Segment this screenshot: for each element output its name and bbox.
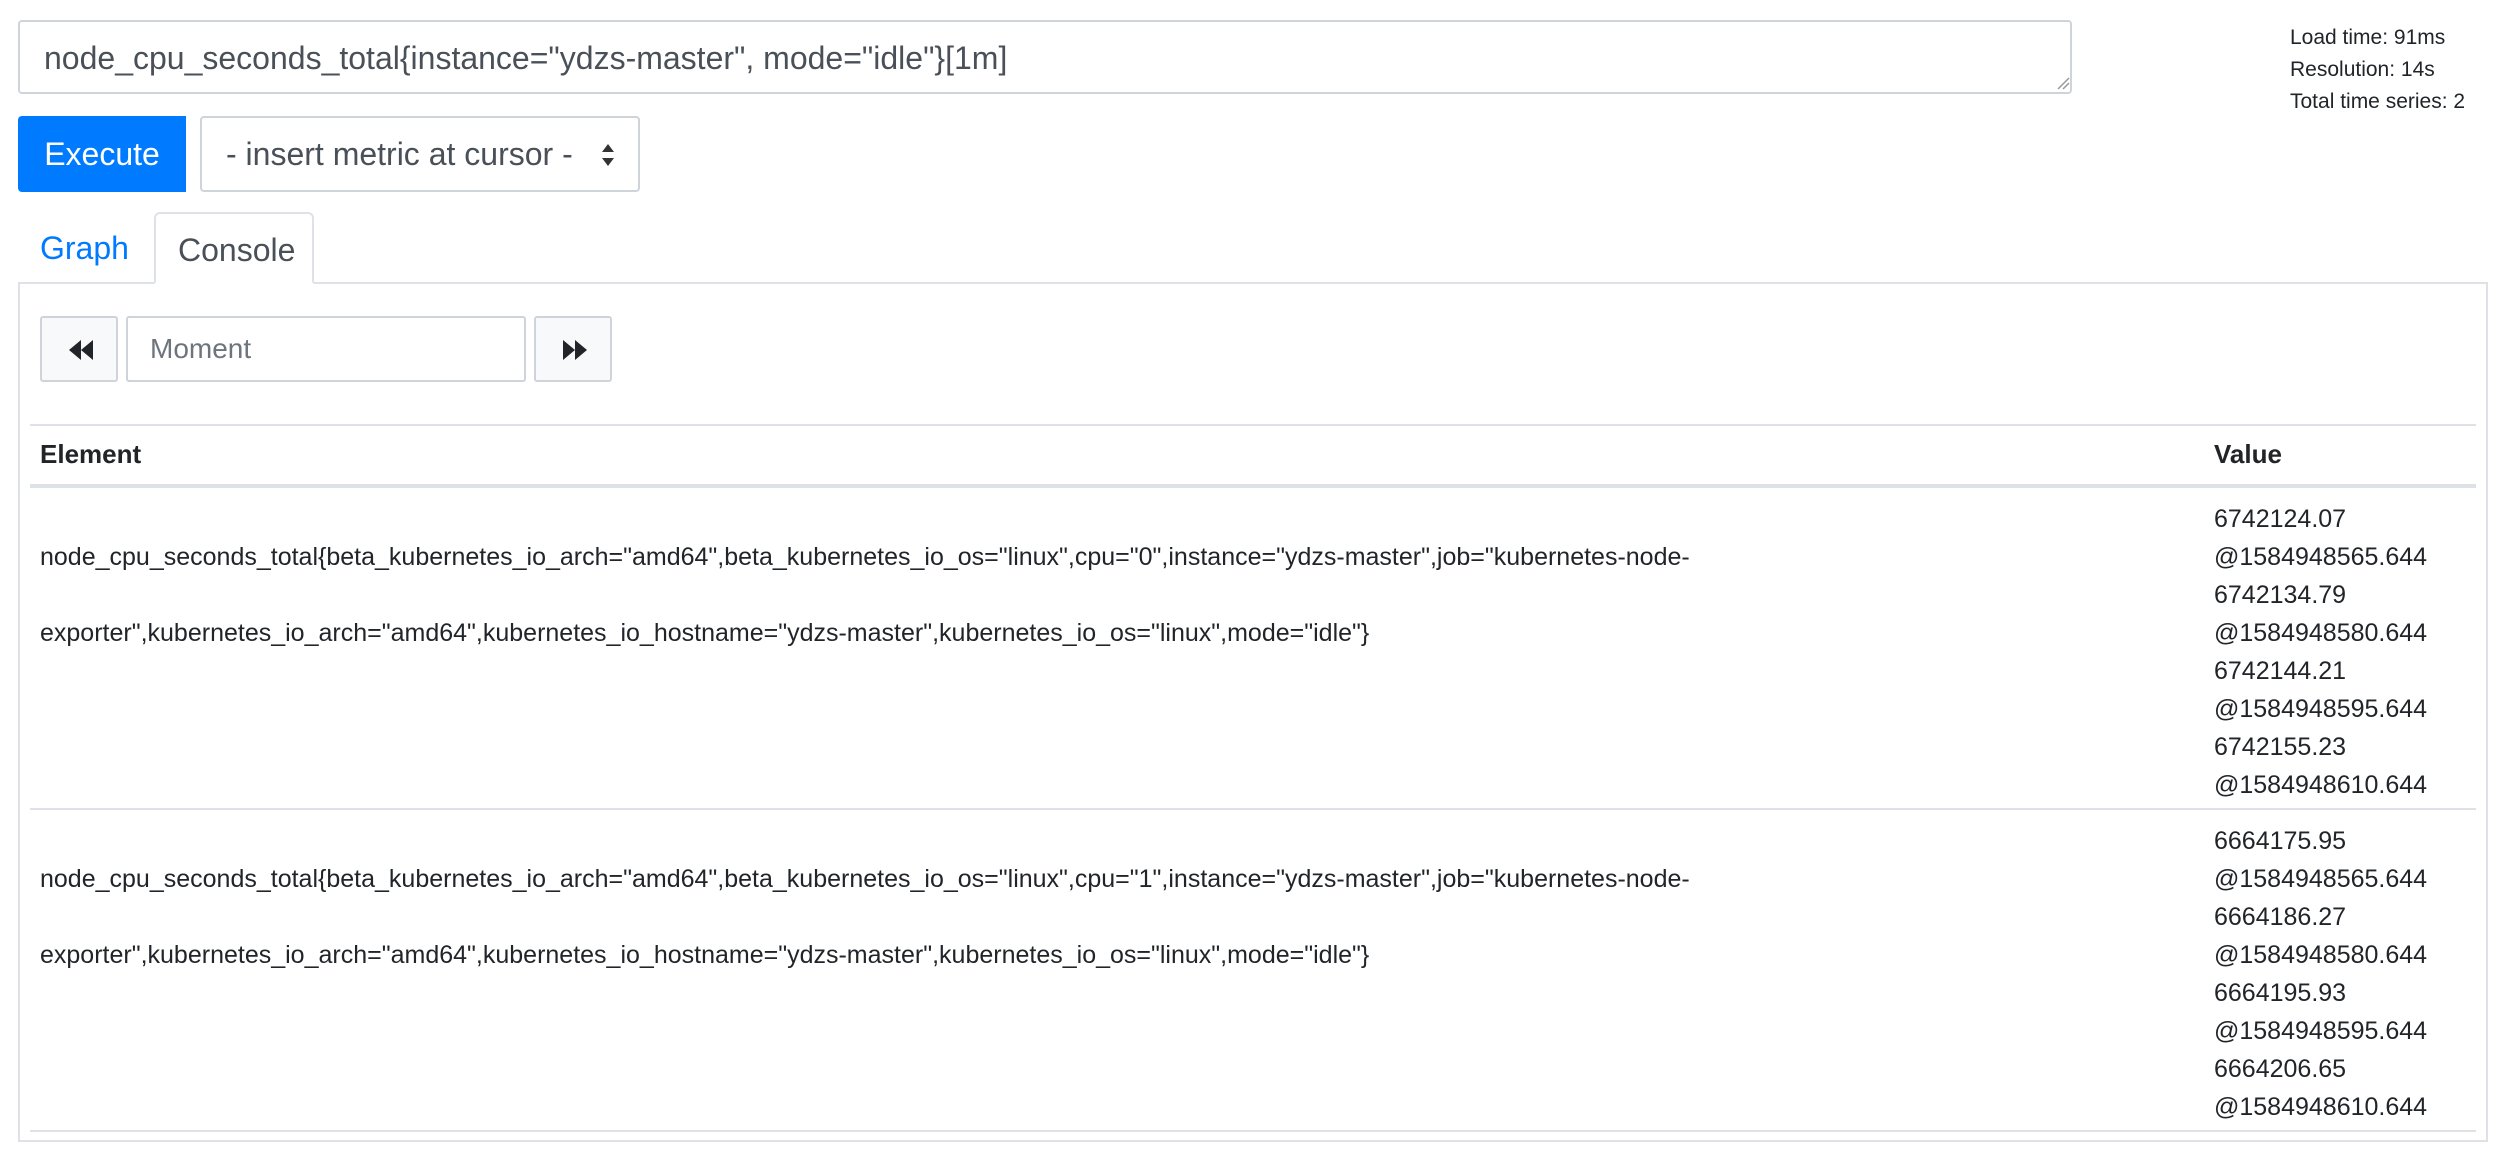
- sample-value: 6742144.21: [2214, 657, 2347, 685]
- series-labels-line: exporter",kubernetes_io_arch="amd64",kub…: [40, 619, 1370, 647]
- sample-timestamp: @1584948610.644: [2214, 771, 2428, 799]
- sample-value: 6664195.93: [2214, 979, 2347, 1007]
- sample-timestamp: @1584948565.644: [2214, 543, 2428, 571]
- series-labels-line: exporter",kubernetes_io_arch="amd64",kub…: [40, 941, 1370, 969]
- expression-input[interactable]: node_cpu_seconds_total{instance="ydzs-ma…: [18, 20, 2072, 94]
- resolution: Resolution: 14s: [2290, 58, 2435, 81]
- sample-timestamp: @1584948595.644: [2214, 695, 2428, 723]
- moment-back-button[interactable]: [40, 316, 118, 382]
- series-values: 6742124.07 @1584948565.644 6742134.79 @1…: [2214, 500, 2464, 804]
- series-labels-line: node_cpu_seconds_total{beta_kubernetes_i…: [40, 543, 1690, 571]
- sample-timestamp: @1584948595.644: [2214, 1017, 2428, 1045]
- tab-graph[interactable]: Graph: [40, 230, 129, 266]
- fast-forward-icon: [563, 340, 587, 360]
- sample-timestamp: @1584948580.644: [2214, 941, 2428, 969]
- execute-button[interactable]: Execute: [18, 116, 186, 192]
- sample-value: 6664175.95: [2214, 827, 2347, 855]
- table-row: node_cpu_seconds_total{beta_kubernetes_i…: [30, 488, 2476, 810]
- column-header-value: Value: [2214, 439, 2282, 469]
- moment-forward-button[interactable]: [534, 316, 612, 382]
- select-caret-icon: [602, 144, 614, 166]
- column-header-element: Element: [40, 439, 142, 469]
- sample-value: 6742134.79: [2214, 581, 2347, 609]
- load-time: Load time: 91ms: [2290, 26, 2446, 49]
- insert-metric-select[interactable]: - insert metric at cursor -: [200, 116, 640, 192]
- sample-timestamp: @1584948565.644: [2214, 865, 2428, 893]
- sample-value: 6664206.65: [2214, 1055, 2347, 1083]
- table-header: Element Value: [30, 424, 2476, 488]
- series-labels-line: node_cpu_seconds_total{beta_kubernetes_i…: [40, 865, 1690, 893]
- sample-value: 6742124.07: [2214, 505, 2347, 533]
- series-element: node_cpu_seconds_total{beta_kubernetes_i…: [40, 822, 1840, 1012]
- sample-timestamp: @1584948580.644: [2214, 619, 2428, 647]
- sample-timestamp: @1584948610.644: [2214, 1093, 2428, 1121]
- tab-console[interactable]: Console: [154, 212, 314, 284]
- sample-value: 6664186.27: [2214, 903, 2347, 931]
- insert-metric-select-label: - insert metric at cursor -: [226, 136, 573, 172]
- results-table: Element Value node_cpu_seconds_total{bet…: [30, 424, 2476, 1132]
- sample-value: 6742155.23: [2214, 733, 2347, 761]
- resize-handle-icon[interactable]: [2054, 74, 2070, 90]
- table-row: node_cpu_seconds_total{beta_kubernetes_i…: [30, 810, 2476, 1132]
- fast-backward-icon: [69, 340, 93, 360]
- series-element: node_cpu_seconds_total{beta_kubernetes_i…: [40, 500, 1840, 690]
- moment-input[interactable]: [126, 316, 526, 382]
- total-time-series: Total time series: 2: [2290, 90, 2466, 113]
- query-stats: Load time: 91ms Resolution: 14s Total ti…: [2290, 22, 2465, 118]
- series-values: 6664175.95 @1584948565.644 6664186.27 @1…: [2214, 822, 2464, 1126]
- console-panel: Element Value node_cpu_seconds_total{bet…: [18, 282, 2488, 1142]
